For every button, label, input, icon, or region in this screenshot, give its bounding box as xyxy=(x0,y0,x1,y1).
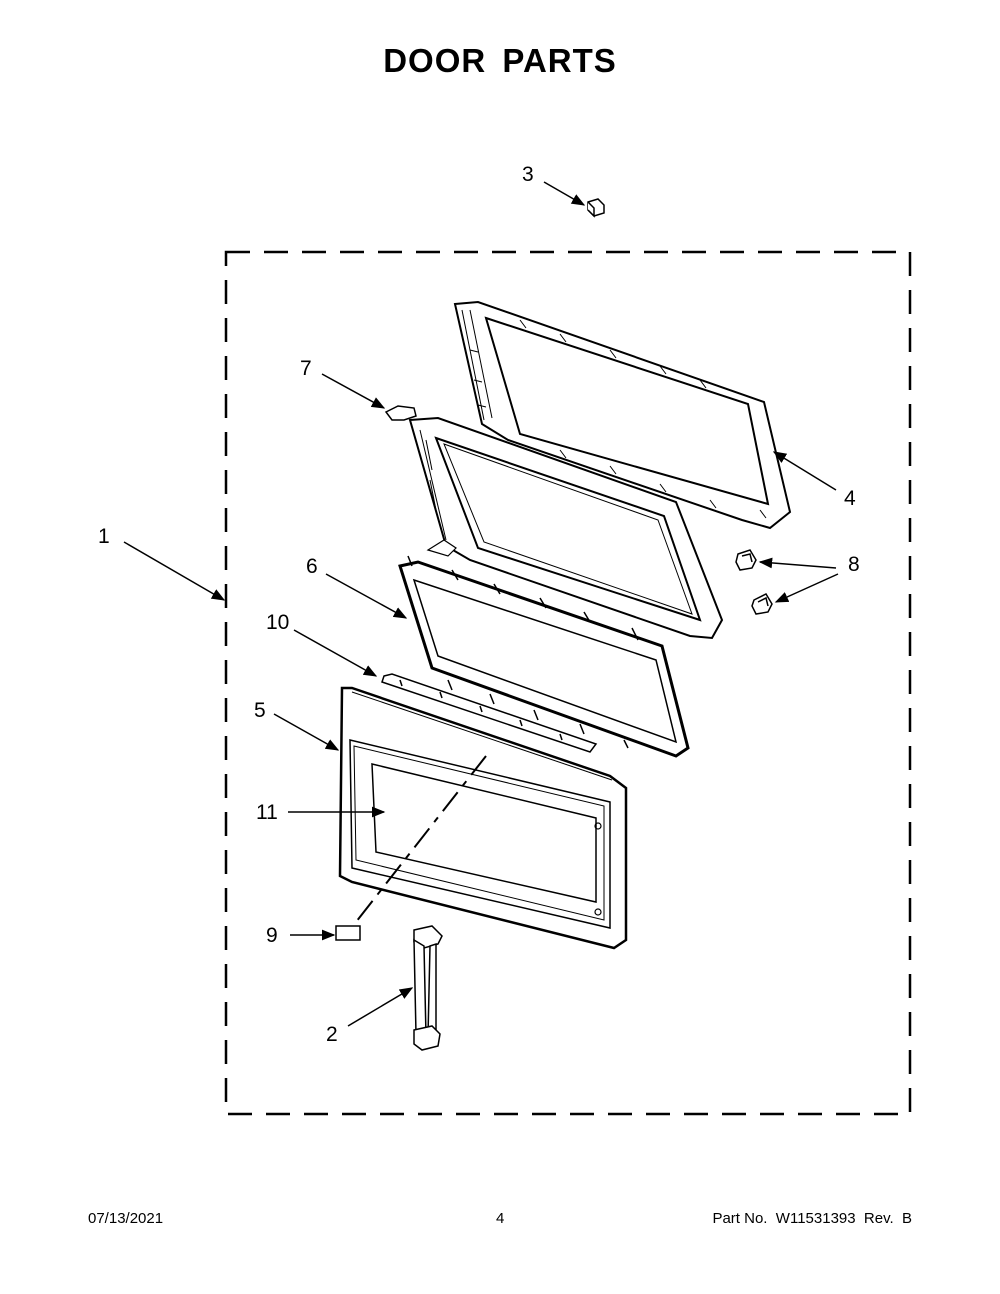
callout-1: 1 xyxy=(98,525,110,548)
part-2-handle xyxy=(413,925,443,1051)
callout-9: 9 xyxy=(266,924,278,947)
callout-8: 8 xyxy=(848,553,860,576)
callout-5: 5 xyxy=(254,699,266,722)
page-title: DOOR PARTS xyxy=(383,42,617,79)
callout-7: 7 xyxy=(300,357,312,380)
assembly-boundary xyxy=(224,250,912,1116)
part-3-clip xyxy=(587,198,605,218)
part-9-label xyxy=(335,925,361,941)
callout-2: 2 xyxy=(326,1023,338,1046)
footer-part-number: Part No. W11531393 Rev. B xyxy=(712,1210,912,1227)
part-8-latch-upper xyxy=(735,549,757,571)
footer-page-number: 4 xyxy=(496,1210,505,1227)
placement-line xyxy=(355,755,487,923)
callout-6: 6 xyxy=(306,555,318,578)
part-10-rail xyxy=(381,673,598,753)
part-6-glass-panel xyxy=(398,555,690,758)
callout-4: 4 xyxy=(844,487,856,510)
part-7-hinge xyxy=(384,405,417,421)
leader-arrows xyxy=(123,181,839,1027)
part-8-latch-lower xyxy=(751,593,773,615)
door-inner-frame xyxy=(408,416,724,640)
part-5-door-panel xyxy=(338,686,628,950)
footer-date: 07/13/2021 xyxy=(88,1210,164,1227)
callout-10: 10 xyxy=(266,611,290,634)
callout-3: 3 xyxy=(522,163,534,186)
part-4-door-frame xyxy=(453,300,792,530)
callout-11: 11 xyxy=(256,801,278,824)
